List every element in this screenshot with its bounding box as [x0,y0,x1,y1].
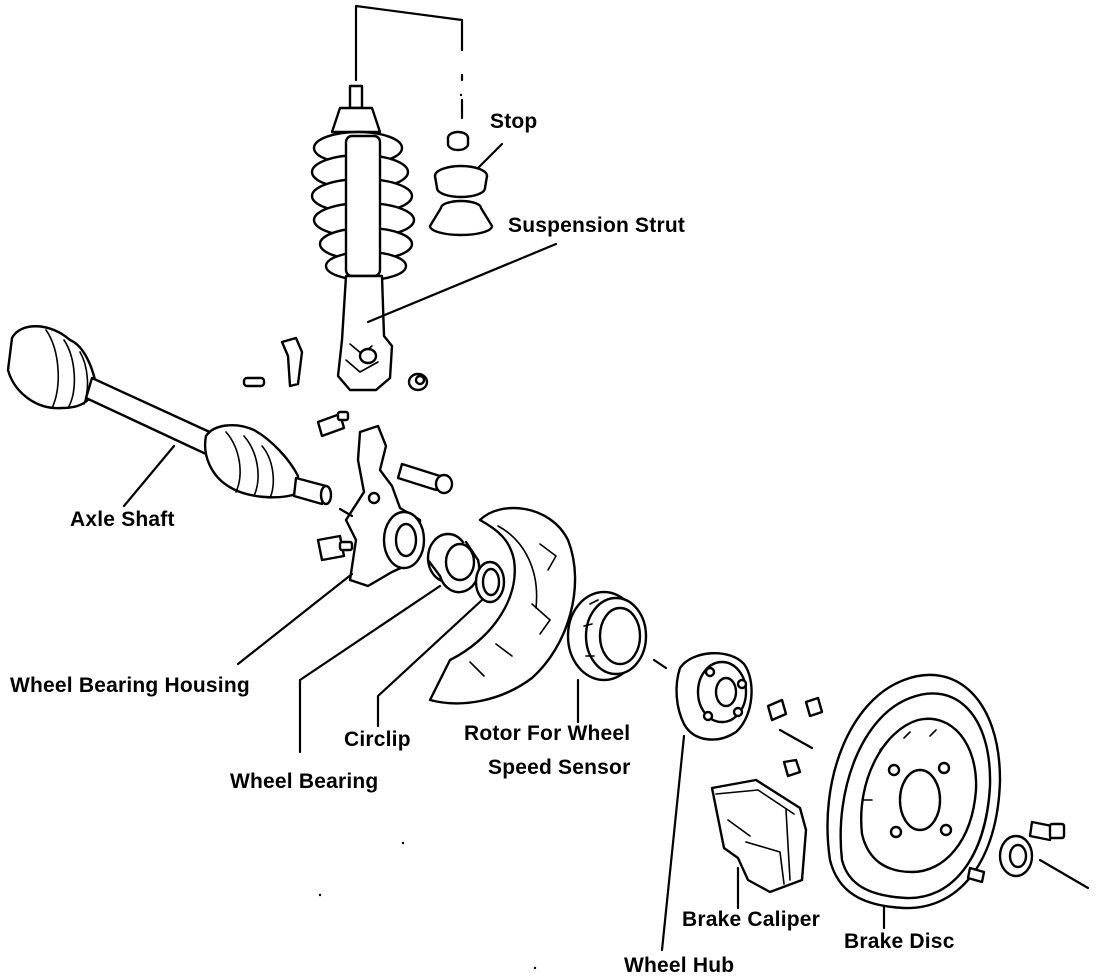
stop-part [428,130,494,237]
label-suspension-strut: Suspension Strut [508,214,685,237]
label-stop: Stop [490,110,537,133]
labels: Stop Suspension Strut Axle Shaft Wheel B… [10,110,955,976]
brake-caliper-part [710,778,808,894]
wheel-bolt-part [966,820,1066,884]
label-wheel-bearing-housing: Wheel Bearing Housing [10,674,250,697]
label-wheel-bearing: Wheel Bearing [230,770,378,793]
leader-lines [122,142,886,952]
label-rotor-line2: Speed Sensor [488,756,630,779]
circlip-part [474,560,506,604]
label-circlip: Circlip [344,728,411,751]
wheel-bearing-part [426,532,481,594]
speed-sensor-rotor-part [566,590,648,682]
alignment-lines [338,507,1090,890]
specks [318,93,537,970]
dust-shield-part [428,506,577,705]
wheel-bearing-housing-part [316,410,454,588]
label-wheel-hub: Wheel Hub [624,954,734,976]
suspension-strut-part [242,4,464,392]
axle-shaft-part [6,325,333,506]
label-brake-disc: Brake Disc [844,930,955,953]
label-axle-shaft: Axle Shaft [70,508,175,531]
brake-disc-part [826,673,1002,910]
label-brake-caliper: Brake Caliper [682,908,820,931]
label-rotor-line1: Rotor For Wheel [464,722,630,745]
wheel-hub-part [675,651,824,778]
